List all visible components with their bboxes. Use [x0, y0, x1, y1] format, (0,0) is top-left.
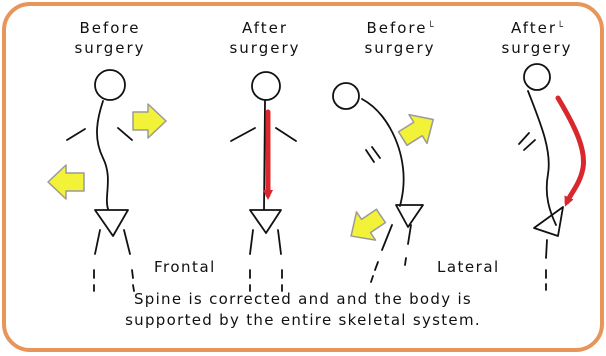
panel-1-title-line-1: Before [55, 18, 165, 38]
panel-2-title: After surgery [210, 18, 320, 58]
panel-4-title-mark: └ [557, 22, 563, 33]
panel-3-title-line-1: Before [366, 19, 427, 37]
panel-2-title-line-1: After [210, 18, 320, 38]
panel-1-title-line-2: surgery [55, 38, 165, 58]
panel-4-title-line-2: surgery [482, 38, 592, 58]
caption-line-2: supported by the entire skeletal system. [20, 310, 586, 331]
panel-4-title: After└ surgery [482, 18, 592, 58]
panel-3-title-mark: └ [428, 22, 434, 33]
panel-2-title-line-2: surgery [210, 38, 320, 58]
panel-1-title: Before surgery [55, 18, 165, 58]
spine-straight [264, 101, 265, 210]
panel-3-title-line-2: surgery [345, 38, 455, 58]
leg-back-dash [405, 258, 406, 265]
panel-3-title: Before└ surgery [345, 18, 455, 58]
view-label-lateral: Lateral [437, 258, 500, 276]
view-label-frontal: Frontal [154, 258, 216, 276]
caption-line-1: Spine is corrected and and the body is [20, 289, 586, 310]
leg [546, 240, 547, 258]
panel-4-title-line-1: After [511, 19, 557, 37]
caption: Spine is corrected and and the body is s… [20, 289, 586, 331]
